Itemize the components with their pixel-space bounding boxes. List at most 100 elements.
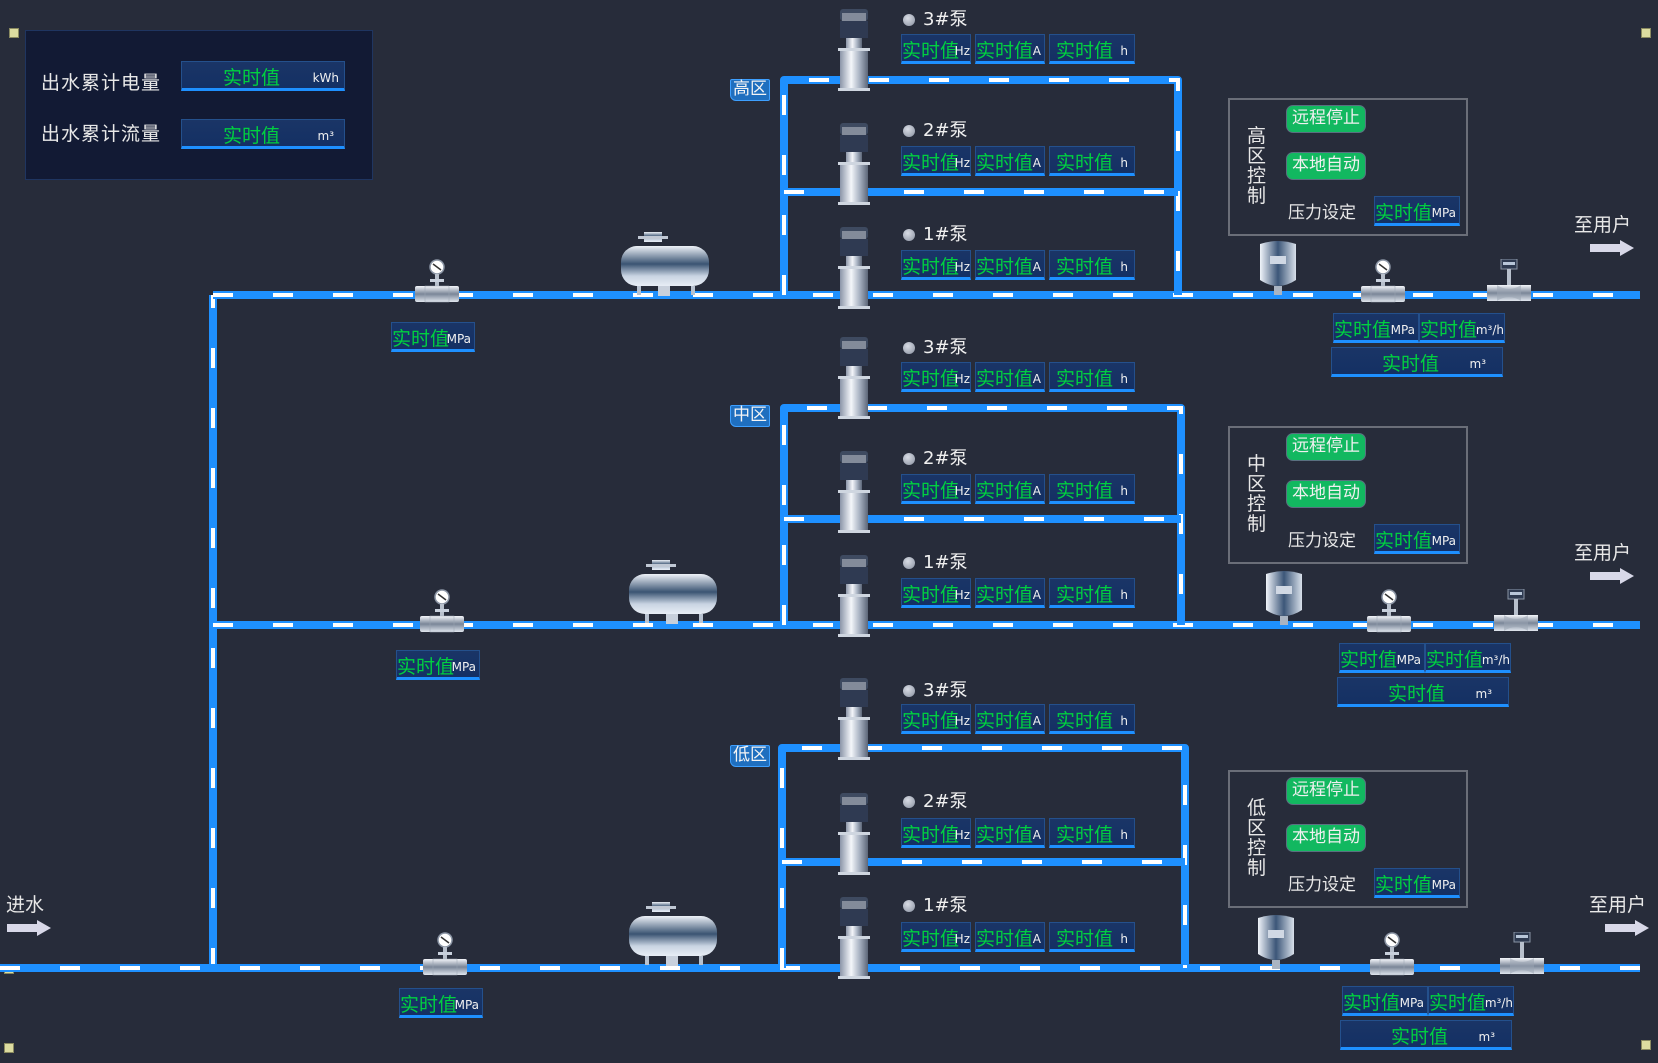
pump-icon[interactable] bbox=[837, 554, 871, 638]
pressure-gauge-icon bbox=[1361, 259, 1405, 303]
unit-text: m³ bbox=[317, 129, 335, 143]
value-text: 实时值 bbox=[1334, 319, 1392, 341]
value-text: 实时值 bbox=[902, 480, 960, 502]
unit-text: m³ bbox=[1478, 1030, 1496, 1044]
pump-name-text: 1#泵 bbox=[923, 895, 968, 916]
unit-text: MPa bbox=[454, 998, 479, 1012]
unit-text: Hz bbox=[954, 260, 970, 274]
pump-icon[interactable] bbox=[837, 122, 871, 206]
total-flow-value: 实时值 m³ bbox=[181, 119, 345, 149]
local-auto-button[interactable]: 本地自动 bbox=[1286, 152, 1366, 180]
unit-text: Hz bbox=[954, 828, 970, 842]
value-text: 实时值 bbox=[1056, 256, 1114, 278]
unit-text: Hz bbox=[954, 932, 970, 946]
unit-text: A bbox=[1032, 484, 1041, 498]
unit-text: A bbox=[1032, 260, 1041, 274]
control-panel-title: 低区控制 bbox=[1247, 797, 1267, 879]
pump-name-text: 3#泵 bbox=[923, 9, 968, 30]
inlet-arrow-icon bbox=[7, 920, 51, 936]
unit-text: MPa bbox=[1390, 323, 1415, 337]
unit-text: m³/h bbox=[1484, 996, 1513, 1010]
unit-text: kWh bbox=[312, 71, 339, 85]
pump-icon[interactable] bbox=[837, 336, 871, 420]
unit-text: h bbox=[1120, 372, 1128, 386]
zone-tag: 低区 bbox=[730, 745, 770, 767]
pressure-setpoint-label: 压力设定 bbox=[1288, 531, 1356, 551]
control-panel-title: 中区控制 bbox=[1247, 453, 1267, 535]
pump-name: 1#泵 bbox=[903, 548, 968, 574]
value-text: 实时值 bbox=[976, 368, 1034, 390]
value-text: 实时值 bbox=[902, 368, 960, 390]
unit-text: Hz bbox=[954, 484, 970, 498]
unit-text: h bbox=[1120, 932, 1128, 946]
value-text: 实时值 bbox=[1426, 649, 1484, 671]
pump-icon[interactable] bbox=[837, 792, 871, 876]
pump-icon[interactable] bbox=[837, 226, 871, 310]
value-text: 实时值 bbox=[1343, 992, 1401, 1014]
value-text: 实时值 bbox=[400, 994, 458, 1016]
zone-branch-pipe bbox=[780, 76, 1182, 295]
value-text: 实时值 bbox=[223, 67, 281, 89]
value-text: 实时值 bbox=[1056, 584, 1114, 606]
remote-stop-button[interactable]: 远程停止 bbox=[1286, 105, 1366, 133]
pump-name: 3#泵 bbox=[903, 333, 968, 359]
pressure-gauge-icon bbox=[423, 932, 467, 976]
unit-text: MPa bbox=[1431, 206, 1456, 220]
pressure-tank-icon bbox=[621, 232, 709, 296]
pump-status-indicator bbox=[903, 453, 915, 465]
value-text: 实时值 bbox=[223, 125, 281, 147]
value-text: 实时值 bbox=[976, 152, 1034, 174]
unit-text: A bbox=[1032, 44, 1041, 58]
pump-icon[interactable] bbox=[837, 896, 871, 980]
value-text: 实时值 bbox=[976, 928, 1034, 950]
unit-text: A bbox=[1032, 588, 1041, 602]
pump-icon[interactable] bbox=[837, 8, 871, 92]
pump-name: 2#泵 bbox=[903, 787, 968, 813]
total-flow-label: 出水累计流量 bbox=[41, 123, 162, 145]
unit-text: A bbox=[1032, 828, 1041, 842]
flow-meter-icon bbox=[1494, 589, 1538, 631]
value-text: 实时值 bbox=[1429, 992, 1487, 1014]
unit-text: m³ bbox=[1469, 357, 1487, 371]
zone-tag: 中区 bbox=[730, 405, 770, 427]
outlet-arrow-icon bbox=[1605, 920, 1649, 936]
pump-status-indicator bbox=[903, 14, 915, 26]
pump-name-text: 2#泵 bbox=[923, 791, 968, 812]
unit-text: MPa bbox=[446, 332, 471, 346]
value-text: 实时值 bbox=[1420, 319, 1478, 341]
pressure-gauge-icon bbox=[1367, 589, 1411, 633]
local-auto-button[interactable]: 本地自动 bbox=[1286, 824, 1366, 852]
value-text: 实时值 bbox=[1056, 40, 1114, 62]
remote-stop-button[interactable]: 远程停止 bbox=[1286, 777, 1366, 805]
buffer-tank-icon bbox=[1260, 241, 1296, 295]
flow-meter-icon bbox=[1500, 932, 1544, 974]
pump-icon[interactable] bbox=[837, 450, 871, 534]
value-text: 实时值 bbox=[1375, 530, 1433, 552]
value-text: 实时值 bbox=[1056, 824, 1114, 846]
value-text: 实时值 bbox=[902, 584, 960, 606]
control-panel-title: 高区控制 bbox=[1247, 125, 1267, 207]
value-text: 实时值 bbox=[902, 824, 960, 846]
remote-stop-button[interactable]: 远程停止 bbox=[1286, 433, 1366, 461]
unit-text: Hz bbox=[954, 44, 970, 58]
pump-name-text: 3#泵 bbox=[923, 680, 968, 701]
unit-text: h bbox=[1120, 484, 1128, 498]
value-text: 实时值 bbox=[902, 152, 960, 174]
pressure-setpoint-label: 压力设定 bbox=[1288, 203, 1356, 223]
pump-icon[interactable] bbox=[837, 677, 871, 761]
local-auto-button[interactable]: 本地自动 bbox=[1286, 480, 1366, 508]
